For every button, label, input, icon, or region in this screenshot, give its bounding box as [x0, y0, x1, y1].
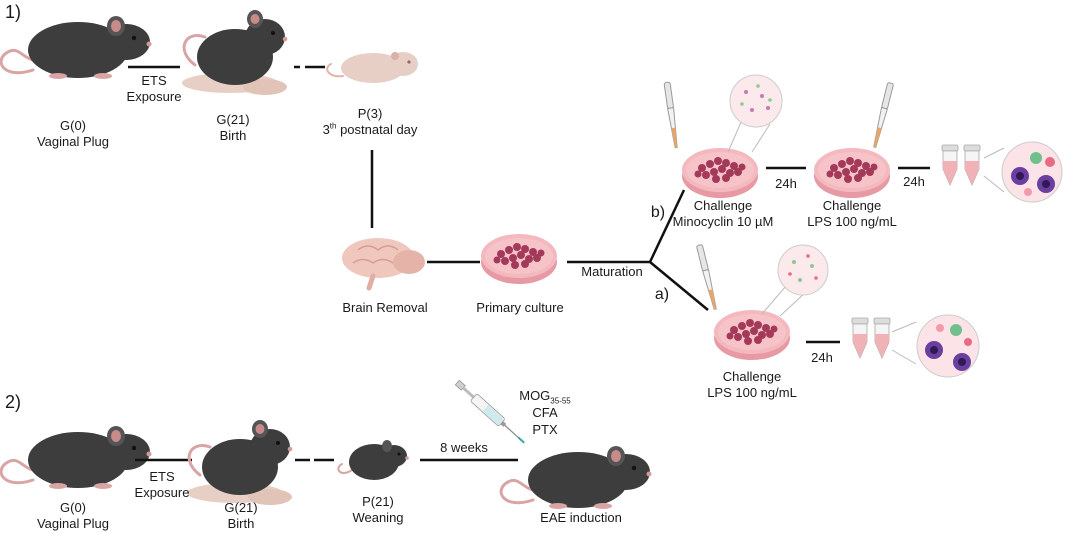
zoom-circle-microglia: [729, 74, 783, 128]
mother-with-pups-section2: [185, 418, 294, 507]
p3-caption: 3th postnatal day: [300, 122, 440, 138]
g21-day: G(21): [216, 112, 250, 127]
culture-dish-lps-b: [814, 148, 890, 198]
branch-b-interval1: 24h: [775, 176, 797, 191]
pipette-icon: [663, 81, 680, 149]
tube-icon: [941, 144, 959, 186]
culture-dish-primary: [481, 234, 557, 284]
s2-g21-day: G(21): [224, 500, 258, 515]
maturation-label: Maturation: [581, 264, 643, 279]
branch-b-marker: b): [650, 204, 666, 221]
mouse-eae: [499, 444, 653, 511]
g0-day: G(0): [60, 118, 86, 133]
brain-icon: [342, 238, 425, 291]
branch-b-challenge1-line1: Challenge: [693, 198, 753, 213]
branch-a-challenge: Challenge LPS 100 ng/mL: [702, 369, 802, 401]
branch-b-challenge2-line1: Challenge: [822, 198, 882, 213]
ptx-label: PTX: [532, 422, 558, 437]
magnify-line: [983, 147, 1005, 159]
branch-a-interval: 24h: [811, 350, 833, 365]
mog-subscript: 35-55: [550, 396, 571, 406]
s2-exposure-label: ETS Exposure: [132, 469, 192, 501]
culture-dish-lps-a: [714, 310, 790, 360]
weanling-mouse: [337, 440, 409, 480]
exposure-line1: ETS: [141, 73, 167, 88]
g21-label: G(21) Birth: [198, 112, 268, 144]
culture-dish-minocyclin: [682, 148, 758, 198]
branch-b-challenge1-line2: Minocyclin 10 µM: [672, 214, 774, 229]
magnify-line: [891, 321, 917, 333]
p21-caption: Weaning: [352, 510, 404, 525]
branch-b-line: [648, 189, 686, 263]
branch-b-challenge2-line2: LPS 100 ng/mL: [807, 214, 897, 229]
p3-day: P(3): [357, 106, 383, 121]
interval-8-weeks: 8 weeks: [440, 440, 488, 455]
s2-g21-caption: Birth: [227, 516, 255, 531]
magnify-line: [779, 291, 807, 317]
branch-a-line: [649, 261, 709, 311]
mother-with-pups-section1: [180, 8, 289, 97]
s2-g21-label: G(21) Birth: [206, 500, 276, 532]
g0-caption: Vaginal Plug: [36, 134, 110, 149]
g0-label: G(0) Vaginal Plug: [28, 118, 118, 150]
magnify-line: [761, 285, 787, 315]
p3-label: P(3) 3th postnatal day: [300, 106, 440, 138]
branch-b-challenge1: Challenge Minocyclin 10 µM: [668, 198, 778, 230]
s2-g0-label: G(0) Vaginal Plug: [28, 500, 118, 532]
branch-a-challenge-line2: LPS 100 ng/mL: [707, 385, 797, 400]
primary-culture-label: Primary culture: [476, 300, 564, 315]
pipette-icon: [871, 81, 895, 149]
magnify-line: [891, 349, 917, 365]
exposure-line2: Exposure: [126, 89, 182, 104]
p21-day: P(21): [362, 494, 394, 509]
section-2-number: 2): [5, 392, 22, 412]
p3-ordinal: 3: [322, 122, 330, 137]
s2-g0-caption: Vaginal Plug: [36, 516, 110, 531]
tube-icon: [873, 317, 891, 359]
magnify-line: [751, 123, 771, 153]
magnify-line: [983, 175, 1005, 193]
magnify-line: [727, 119, 743, 153]
branch-b-interval2: 24h: [903, 174, 925, 189]
mouse-g0-section2: [0, 424, 153, 491]
exposure-label: ETS Exposure: [124, 73, 184, 105]
zoom-circle-cytokines-b: [1001, 141, 1063, 203]
zoom-circle-cytokines-a: [916, 314, 980, 378]
eae-induction-label: EAE induction: [540, 510, 622, 525]
tube-icon: [851, 317, 869, 359]
s2-exposure-line1: ETS: [149, 469, 175, 484]
branch-a-challenge-line1: Challenge: [722, 369, 782, 384]
s2-g0-day: G(0): [60, 500, 86, 515]
g21-caption: Birth: [219, 128, 247, 143]
tube-icon: [963, 144, 981, 186]
p3-ordinal-suffix: th: [329, 121, 337, 131]
p3-caption-rest: postnatal day: [336, 122, 418, 137]
cfa-label: CFA: [532, 405, 558, 420]
branch-b-challenge2: Challenge LPS 100 ng/mL: [802, 198, 902, 230]
mog-base: MOG: [519, 388, 551, 403]
syringe-icon: [454, 379, 525, 444]
pup-p3: [326, 51, 419, 84]
p21-label: P(21) Weaning: [343, 494, 413, 526]
zoom-circle-lps-a: [777, 244, 829, 296]
branch-a-marker: a): [654, 286, 670, 303]
mouse-g0-section1: [0, 14, 153, 81]
section-1-number: 1): [5, 2, 22, 22]
s2-exposure-line2: Exposure: [134, 485, 190, 500]
brain-removal-label: Brain Removal: [342, 300, 428, 315]
pipette-icon: [695, 243, 719, 311]
mog-label: MOG35-55: [510, 388, 580, 406]
